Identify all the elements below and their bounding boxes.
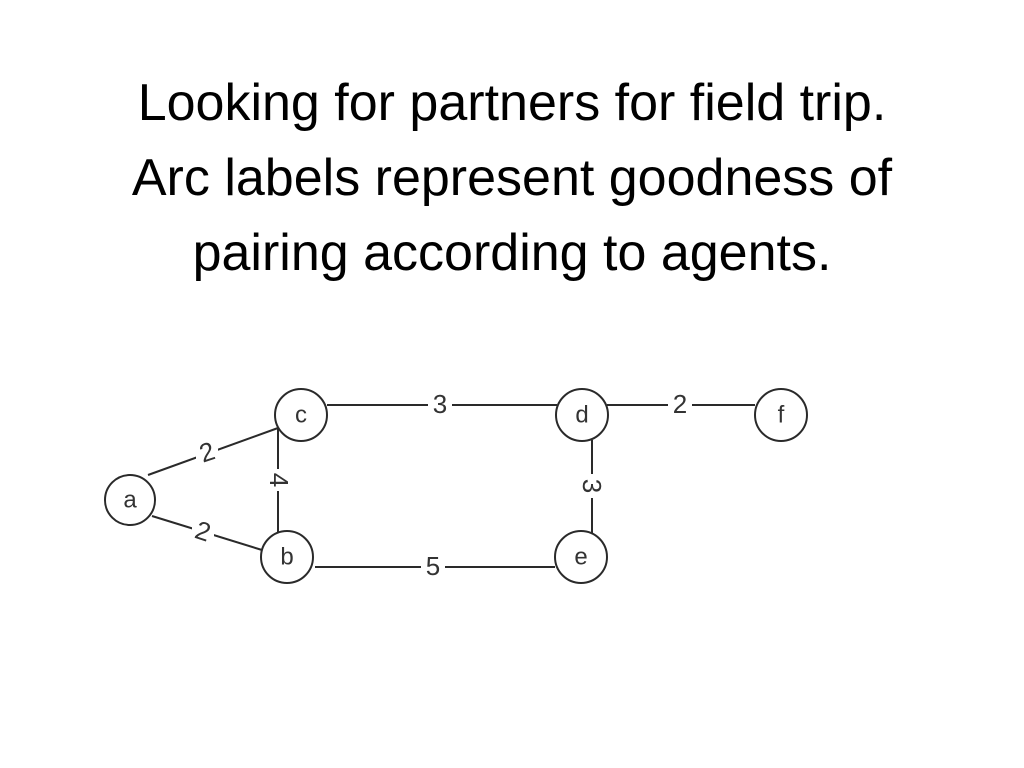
edge-label-d-f: 2 <box>673 389 687 419</box>
node-a: a <box>104 474 156 526</box>
nodes: a b c d e f <box>104 388 808 584</box>
edge-label-c-d: 3 <box>433 389 447 419</box>
edge-label-c-b: 4 <box>264 473 294 487</box>
node-d: d <box>555 388 609 442</box>
node-f: f <box>754 388 808 442</box>
node-label-e: e <box>574 544 587 571</box>
node-b: b <box>260 530 314 584</box>
edge-label-b-e: 5 <box>426 551 440 581</box>
node-label-a: a <box>123 487 137 514</box>
node-e: e <box>554 530 608 584</box>
title-line-1: Looking for partners for field trip. <box>137 74 887 132</box>
node-label-d: d <box>575 402 588 429</box>
title-line-3: pairing according to agents. <box>192 224 832 282</box>
edge-label-d-e: 3 <box>577 479 607 493</box>
edge-labels: 2 2 4 3 2 3 5 <box>191 389 692 581</box>
slide-title: Looking for partners for field trip. Arc… <box>0 66 1024 291</box>
edges <box>147 404 755 568</box>
node-c: c <box>274 388 328 442</box>
title-line-2: Arc labels represent goodness of <box>131 149 893 207</box>
node-label-b: b <box>280 544 293 571</box>
node-label-c: c <box>295 402 307 429</box>
node-label-f: f <box>778 402 785 429</box>
